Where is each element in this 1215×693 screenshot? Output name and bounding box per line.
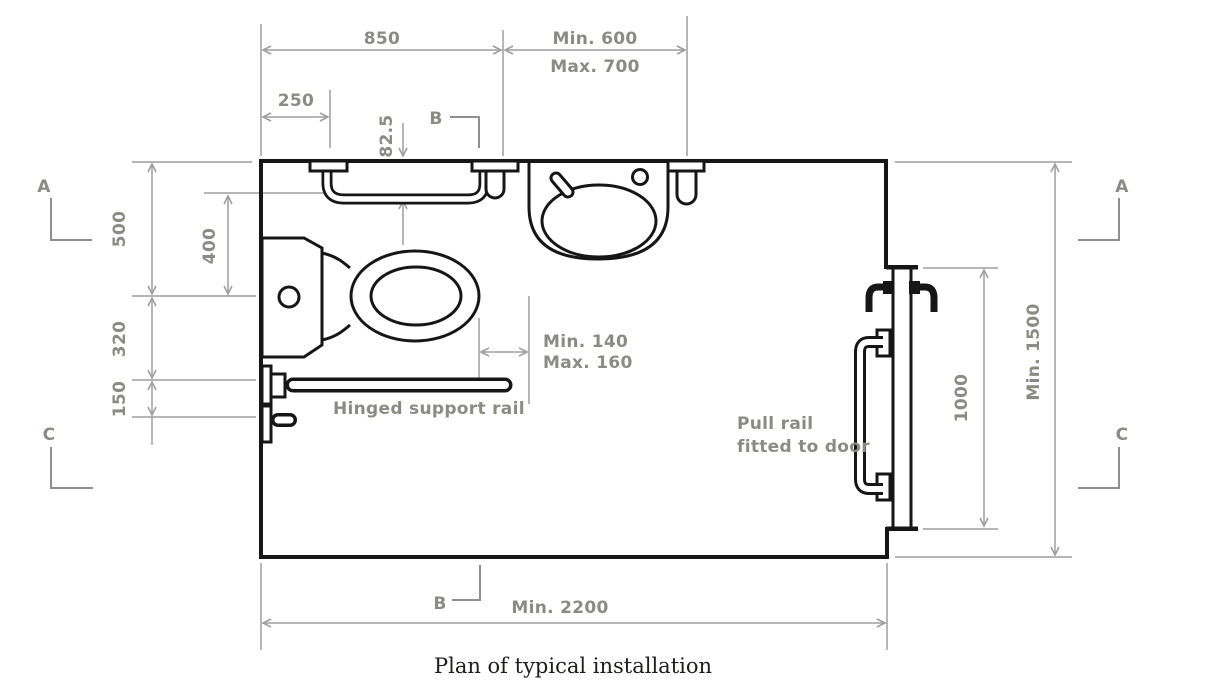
section-b-bottom-label: B bbox=[433, 594, 446, 614]
coat-hook bbox=[865, 283, 885, 312]
dim-150-label: 150 bbox=[110, 381, 130, 417]
rail-wall-block bbox=[269, 372, 287, 399]
dim-82-5-label: 82.5 bbox=[377, 114, 397, 157]
dim-500-label: 500 bbox=[110, 211, 130, 247]
text-layer: 850 Min. 600 Max. 700 250 82.5 500 400 3… bbox=[37, 29, 1129, 678]
coat-hook-block bbox=[883, 281, 894, 294]
dim-250-label: 250 bbox=[278, 91, 314, 111]
toilet-pan-inner bbox=[369, 265, 463, 327]
horizontal-grab-rail bbox=[308, 159, 520, 205]
pull-rail-annotation-line1: Pull rail bbox=[737, 414, 813, 434]
basin-bowl bbox=[540, 183, 658, 259]
dim-min140-label: Min. 140 bbox=[543, 332, 628, 352]
hinged-rail-annotation: Hinged support rail bbox=[333, 399, 525, 419]
section-a-right-bracket bbox=[1078, 198, 1120, 241]
dim-400-label: 400 bbox=[200, 228, 220, 264]
dim-1000-label: 1000 bbox=[952, 374, 972, 423]
dim-min600-label: Min. 600 bbox=[552, 29, 637, 49]
pull-rail bbox=[854, 336, 883, 495]
door-leaf bbox=[891, 266, 913, 530]
section-c-left-bracket bbox=[50, 447, 93, 489]
rail-wall-plate bbox=[260, 404, 273, 444]
pull-rail-annotation-line2: fitted to door bbox=[737, 437, 870, 457]
hinged-support-rail bbox=[260, 364, 513, 406]
dim-320-label: 320 bbox=[110, 321, 130, 357]
wall-right-upper-and-jamb bbox=[884, 159, 918, 269]
drop-down-rail-right bbox=[666, 159, 706, 206]
rail-wall-plate bbox=[470, 159, 520, 173]
wall-top-left-bottom bbox=[259, 159, 889, 559]
wash-basin bbox=[527, 163, 670, 261]
toilet bbox=[260, 236, 481, 359]
rail-wall-plate bbox=[308, 159, 349, 173]
section-b-bottom-bracket bbox=[452, 565, 481, 601]
dim-max160-label: Max. 160 bbox=[543, 353, 633, 373]
dimension-layer bbox=[50, 16, 1120, 650]
section-b-top-label: B bbox=[429, 109, 442, 129]
fixtures-layer bbox=[260, 159, 938, 530]
dim-min1500-label: Min. 1500 bbox=[1024, 303, 1044, 400]
wall-right-lower-and-jamb bbox=[885, 527, 918, 559]
door-assembly bbox=[854, 266, 938, 530]
dim-max700-label: Max. 700 bbox=[550, 57, 640, 77]
rail-wall-plate bbox=[666, 159, 706, 173]
section-c-left-label: C bbox=[43, 425, 56, 445]
section-c-right-label: C bbox=[1116, 425, 1129, 445]
section-a-left-label: A bbox=[37, 177, 51, 197]
tap-hole bbox=[631, 168, 649, 186]
figure-caption: Plan of typical installation bbox=[434, 654, 712, 678]
folded-support-rail bbox=[260, 404, 297, 444]
section-b-top-bracket bbox=[450, 116, 480, 148]
section-a-left-bracket bbox=[50, 198, 92, 241]
pan-connector bbox=[321, 251, 351, 342]
section-c-right-bracket bbox=[1078, 447, 1120, 489]
section-a-right-label: A bbox=[1115, 177, 1129, 197]
coat-hook bbox=[918, 283, 938, 312]
flush-button bbox=[277, 285, 301, 309]
coat-hook-block bbox=[909, 281, 920, 294]
dim-min2200-label: Min. 2200 bbox=[511, 598, 608, 618]
dim-850-label: 850 bbox=[364, 29, 400, 49]
